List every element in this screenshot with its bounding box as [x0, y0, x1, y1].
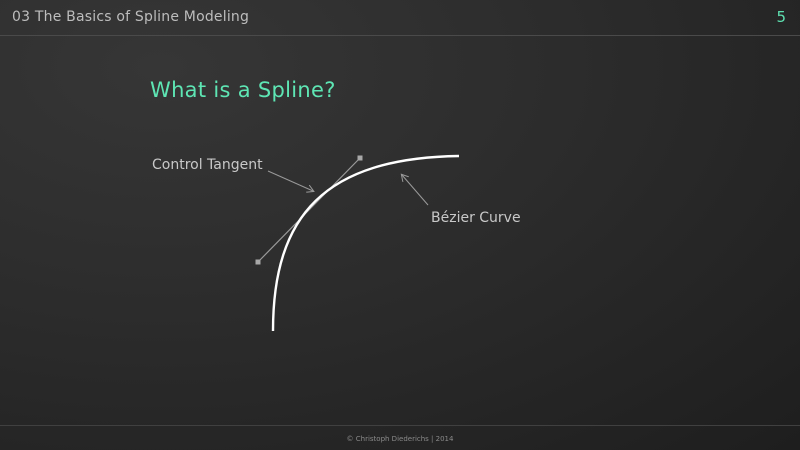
header-bar: 03 The Basics of Spline Modeling 5 — [0, 0, 800, 36]
curve-pointer-arrow — [402, 175, 429, 206]
copyright-text: © Christoph Diederichs | 2014 — [346, 435, 454, 443]
control-tangent-label: Control Tangent — [152, 157, 263, 173]
footer-bar: © Christoph Diederichs | 2014 — [0, 425, 800, 450]
slide-title: What is a Spline? — [150, 78, 336, 102]
bezier-curve — [271, 154, 460, 332]
tangent-handle-end — [357, 155, 363, 161]
bezier-curve-label: Bézier Curve — [431, 210, 521, 226]
tangent-handle-start — [255, 259, 261, 265]
tangent-pointer-arrow — [267, 170, 313, 191]
presentation-title: 03 The Basics of Spline Modeling — [12, 9, 250, 25]
page-number: 5 — [776, 8, 786, 26]
control-tangent-line — [257, 157, 361, 263]
